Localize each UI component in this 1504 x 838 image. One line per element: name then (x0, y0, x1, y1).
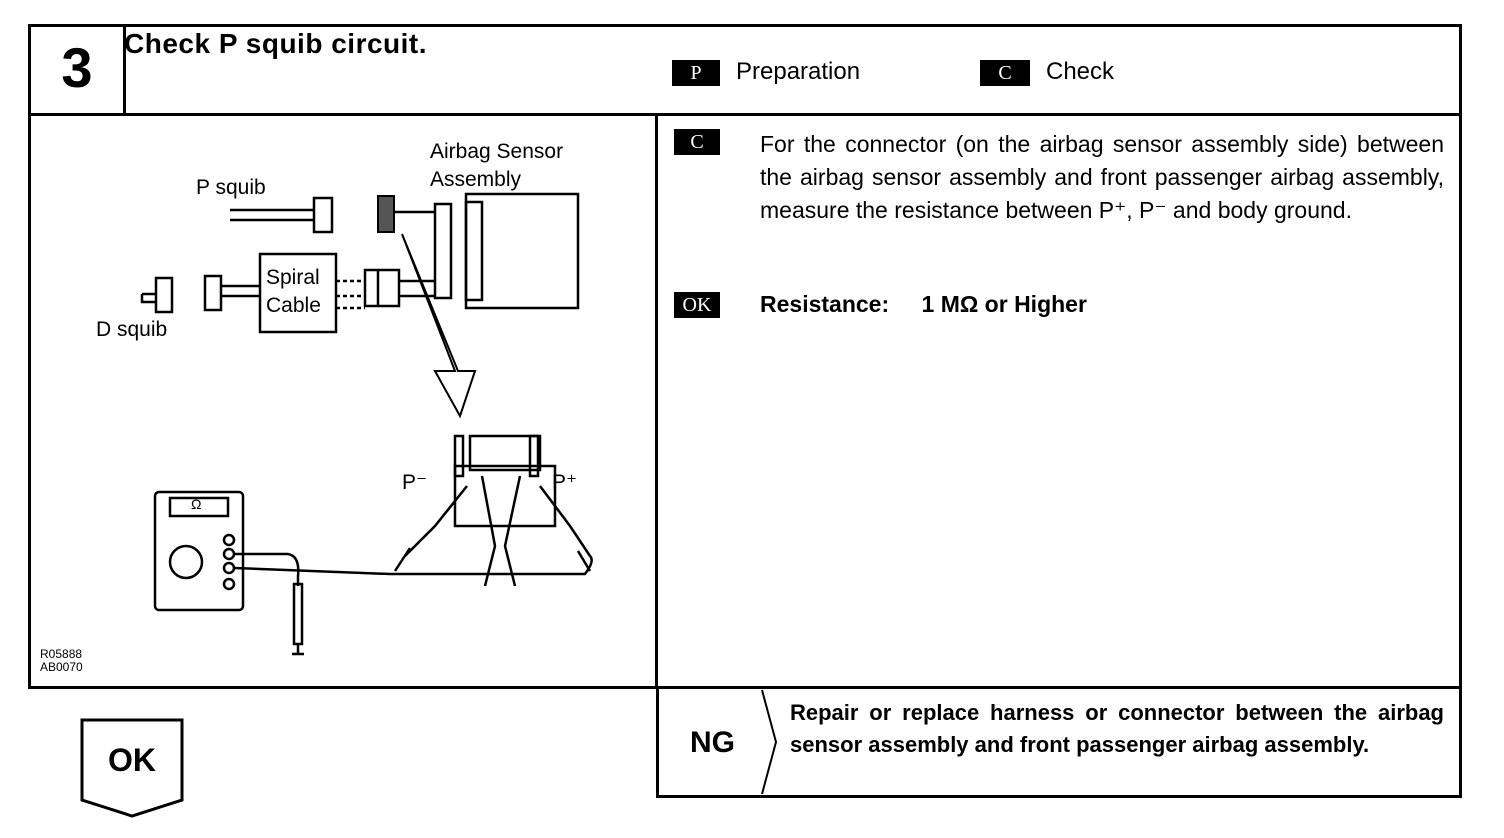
arrow-shape (401, 233, 477, 419)
step-number-cell: 3 (31, 27, 126, 113)
multimeter-body (153, 490, 245, 612)
check-label: Check (1046, 58, 1115, 85)
check-badge: C (674, 129, 720, 155)
label-cable: Cable (266, 294, 321, 317)
connector-body (453, 464, 557, 528)
connector-top (468, 434, 542, 472)
spiral-connector (363, 268, 401, 308)
ng-chevron (761, 689, 778, 795)
ng-label: NG (690, 726, 735, 759)
preparation-badge: P (672, 60, 720, 86)
label-p-plus: P⁺ (552, 471, 578, 494)
step-title: Check P squib circuit. (124, 28, 428, 59)
meter-lead-ground (234, 552, 300, 586)
sensor-connector-inner (464, 200, 484, 302)
label-d-squib: D squib (96, 318, 168, 341)
p-squib-wire (230, 208, 314, 222)
label-p-squib: P squib (196, 176, 266, 199)
probe-leads (404, 485, 592, 557)
d-squib-connector (203, 274, 223, 312)
ok-arrow-icon (80, 718, 184, 818)
check-badge-legend: C (980, 60, 1030, 86)
step-number: 3 (61, 36, 93, 99)
ng-result-box (656, 686, 1462, 798)
content-divider (655, 116, 658, 688)
ok-arrow-label: OK (108, 742, 156, 778)
ng-text: Repair or replace harness or connector b… (790, 700, 1444, 757)
d-squib-wire (140, 292, 156, 304)
multimeter-display (168, 496, 230, 518)
ok-criteria: Resistance: 1 MΩ or Higher (760, 291, 1087, 318)
circuit-diagram-figure (140, 192, 593, 656)
figure-code-line-1: R05888 (40, 647, 83, 661)
check-instruction: For the connector (on the airbag sensor … (760, 131, 1444, 223)
ok-criteria-label: Resistance: (760, 291, 890, 317)
label-airbag-sensor: Airbag Sensor (430, 140, 564, 163)
multimeter-dial (168, 544, 204, 580)
label-ohm: Ω (191, 496, 202, 512)
p-squib-connector (312, 196, 334, 234)
figure-code-line-2: AB0070 (40, 660, 83, 674)
spiral-cable-box (258, 252, 338, 334)
label-p-minus: P⁻ (402, 471, 428, 494)
d-squib-plug (154, 276, 174, 314)
step-header: 3 (28, 24, 1462, 116)
meter-lead-probe (233, 555, 593, 576)
ok-badge: OK (674, 292, 720, 318)
ok-criteria-value: 1 MΩ or Higher (921, 291, 1087, 317)
label-spiral: Spiral (266, 266, 320, 289)
hatched-connector (377, 195, 395, 233)
label-assembly: Assembly (430, 168, 522, 191)
preparation-label: Preparation (736, 58, 861, 85)
figure-code: R05888 AB0070 (40, 648, 83, 674)
sensor-connector (433, 202, 453, 300)
